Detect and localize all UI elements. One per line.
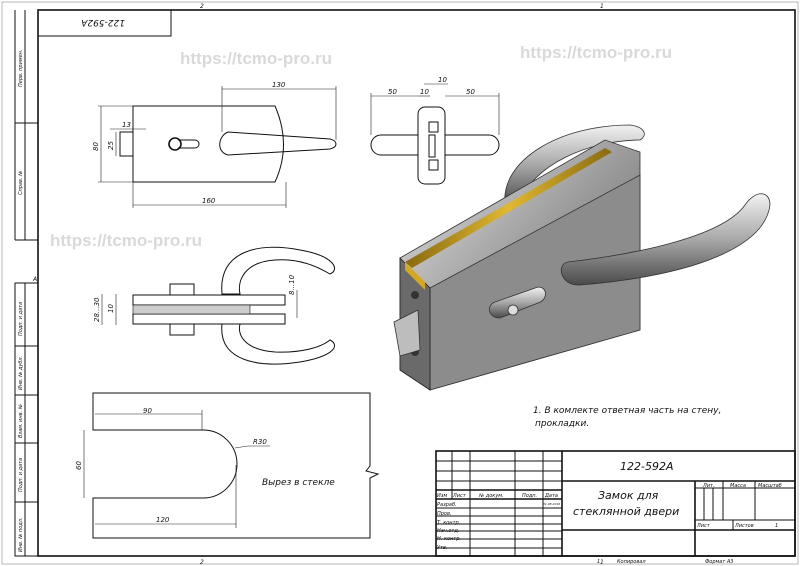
dim-label: 10 xyxy=(438,76,447,84)
zone-marker: 1 xyxy=(600,559,604,566)
role-label: Пров. xyxy=(437,511,452,517)
column-header: Изм xyxy=(437,493,447,499)
dim-label: 120 xyxy=(156,516,170,524)
lock-3d-render xyxy=(393,124,771,391)
watermark-text: https://tcmo-pro.ru xyxy=(180,49,332,68)
role-label: Нач.отд. xyxy=(437,528,459,534)
strip-label: Перв. примен. xyxy=(18,49,24,87)
note-line: прокладки. xyxy=(535,419,589,429)
zone-marker: 2 xyxy=(200,559,204,566)
copied-label: Копировал xyxy=(617,559,646,565)
role-label: Т. контр. xyxy=(437,520,460,526)
rotated-stamp-box xyxy=(37,9,172,37)
dim-label: 160 xyxy=(202,197,216,205)
title-block: 122-592A Замок для стеклянной двери Изм … xyxy=(435,450,796,565)
strip-label: Подп. и дата xyxy=(18,458,24,492)
drawing-name: Замок для xyxy=(598,489,659,502)
watermark-text: https://tcmo-pro.ru xyxy=(50,231,202,250)
strip-label: Справ. № xyxy=(18,171,24,195)
front-view: 130 160 80 25 13 xyxy=(92,81,337,208)
dim-label: 90 xyxy=(143,407,152,415)
watermark-text: https://tcmo-pro.ru xyxy=(520,43,672,62)
role-label: Н. контр. xyxy=(437,536,461,542)
note-line: 1. В комлекте ответная часть на стену, xyxy=(533,406,721,416)
copied-number: 1 xyxy=(597,559,600,565)
side-view: 50 10 10 50 xyxy=(370,76,500,185)
role-label: Разраб. xyxy=(437,502,457,508)
dim-label: R30 xyxy=(253,438,267,446)
drawing-designation: 122-592A xyxy=(620,460,674,473)
format-label: Формат А3 xyxy=(705,559,733,565)
strip-label: Подп. и дата xyxy=(18,302,24,336)
cutout-label: Вырез в стекле xyxy=(262,478,335,488)
rotated-designation: 122-592A xyxy=(81,17,125,27)
column-header: Лист xyxy=(452,493,467,499)
dim-label: 25 xyxy=(107,141,115,150)
zone-marker: 1 xyxy=(600,3,604,10)
watermark-layer: https://tcmo-pro.ru https://tcmo-pro.ru … xyxy=(50,43,672,250)
column-header: Дата xyxy=(544,493,558,499)
dim-label: 130 xyxy=(272,81,286,89)
strip-label: Инв. № подл. xyxy=(18,518,24,553)
zone-marker: 2 xyxy=(200,3,204,10)
strip-label: Взам. инв. № xyxy=(18,404,24,438)
zone-marker: A xyxy=(32,276,37,283)
dim-label: 13 xyxy=(122,121,131,129)
dim-label: 50 xyxy=(466,88,475,96)
dim-label: 10 xyxy=(420,88,429,96)
role-label: Утв. xyxy=(437,545,448,551)
column-header: Подп. xyxy=(522,493,537,499)
strip-label: Инв. № дубл. xyxy=(18,356,24,390)
column-header: № докум. xyxy=(478,493,504,499)
dim-label: 60 xyxy=(75,461,83,470)
side-strip: Перв. примен. Справ. № Подп. и дата Инв.… xyxy=(14,10,39,557)
dim-label: 28...30 xyxy=(93,297,101,322)
date-value: 01.08.2019 xyxy=(543,502,560,506)
sheet-label: Лист xyxy=(696,523,711,529)
drawing-name: стеклянной двери xyxy=(573,505,679,518)
dim-label: 8...10 xyxy=(288,274,296,295)
dim-label: 50 xyxy=(388,88,397,96)
lit-label: Лит. xyxy=(702,483,715,489)
mass-label: Масса xyxy=(730,483,746,489)
scale-label: Масштаб xyxy=(758,483,782,489)
sheets-value: 1 xyxy=(775,523,778,529)
sheets-label: Листов xyxy=(734,523,754,529)
dim-label: 80 xyxy=(92,142,100,151)
dim-label: 10 xyxy=(107,304,115,313)
glass-cutout-view: 90 120 60 R30 Вырез в стекле xyxy=(75,392,380,539)
top-view: 28...30 10 8...10 xyxy=(93,246,335,365)
